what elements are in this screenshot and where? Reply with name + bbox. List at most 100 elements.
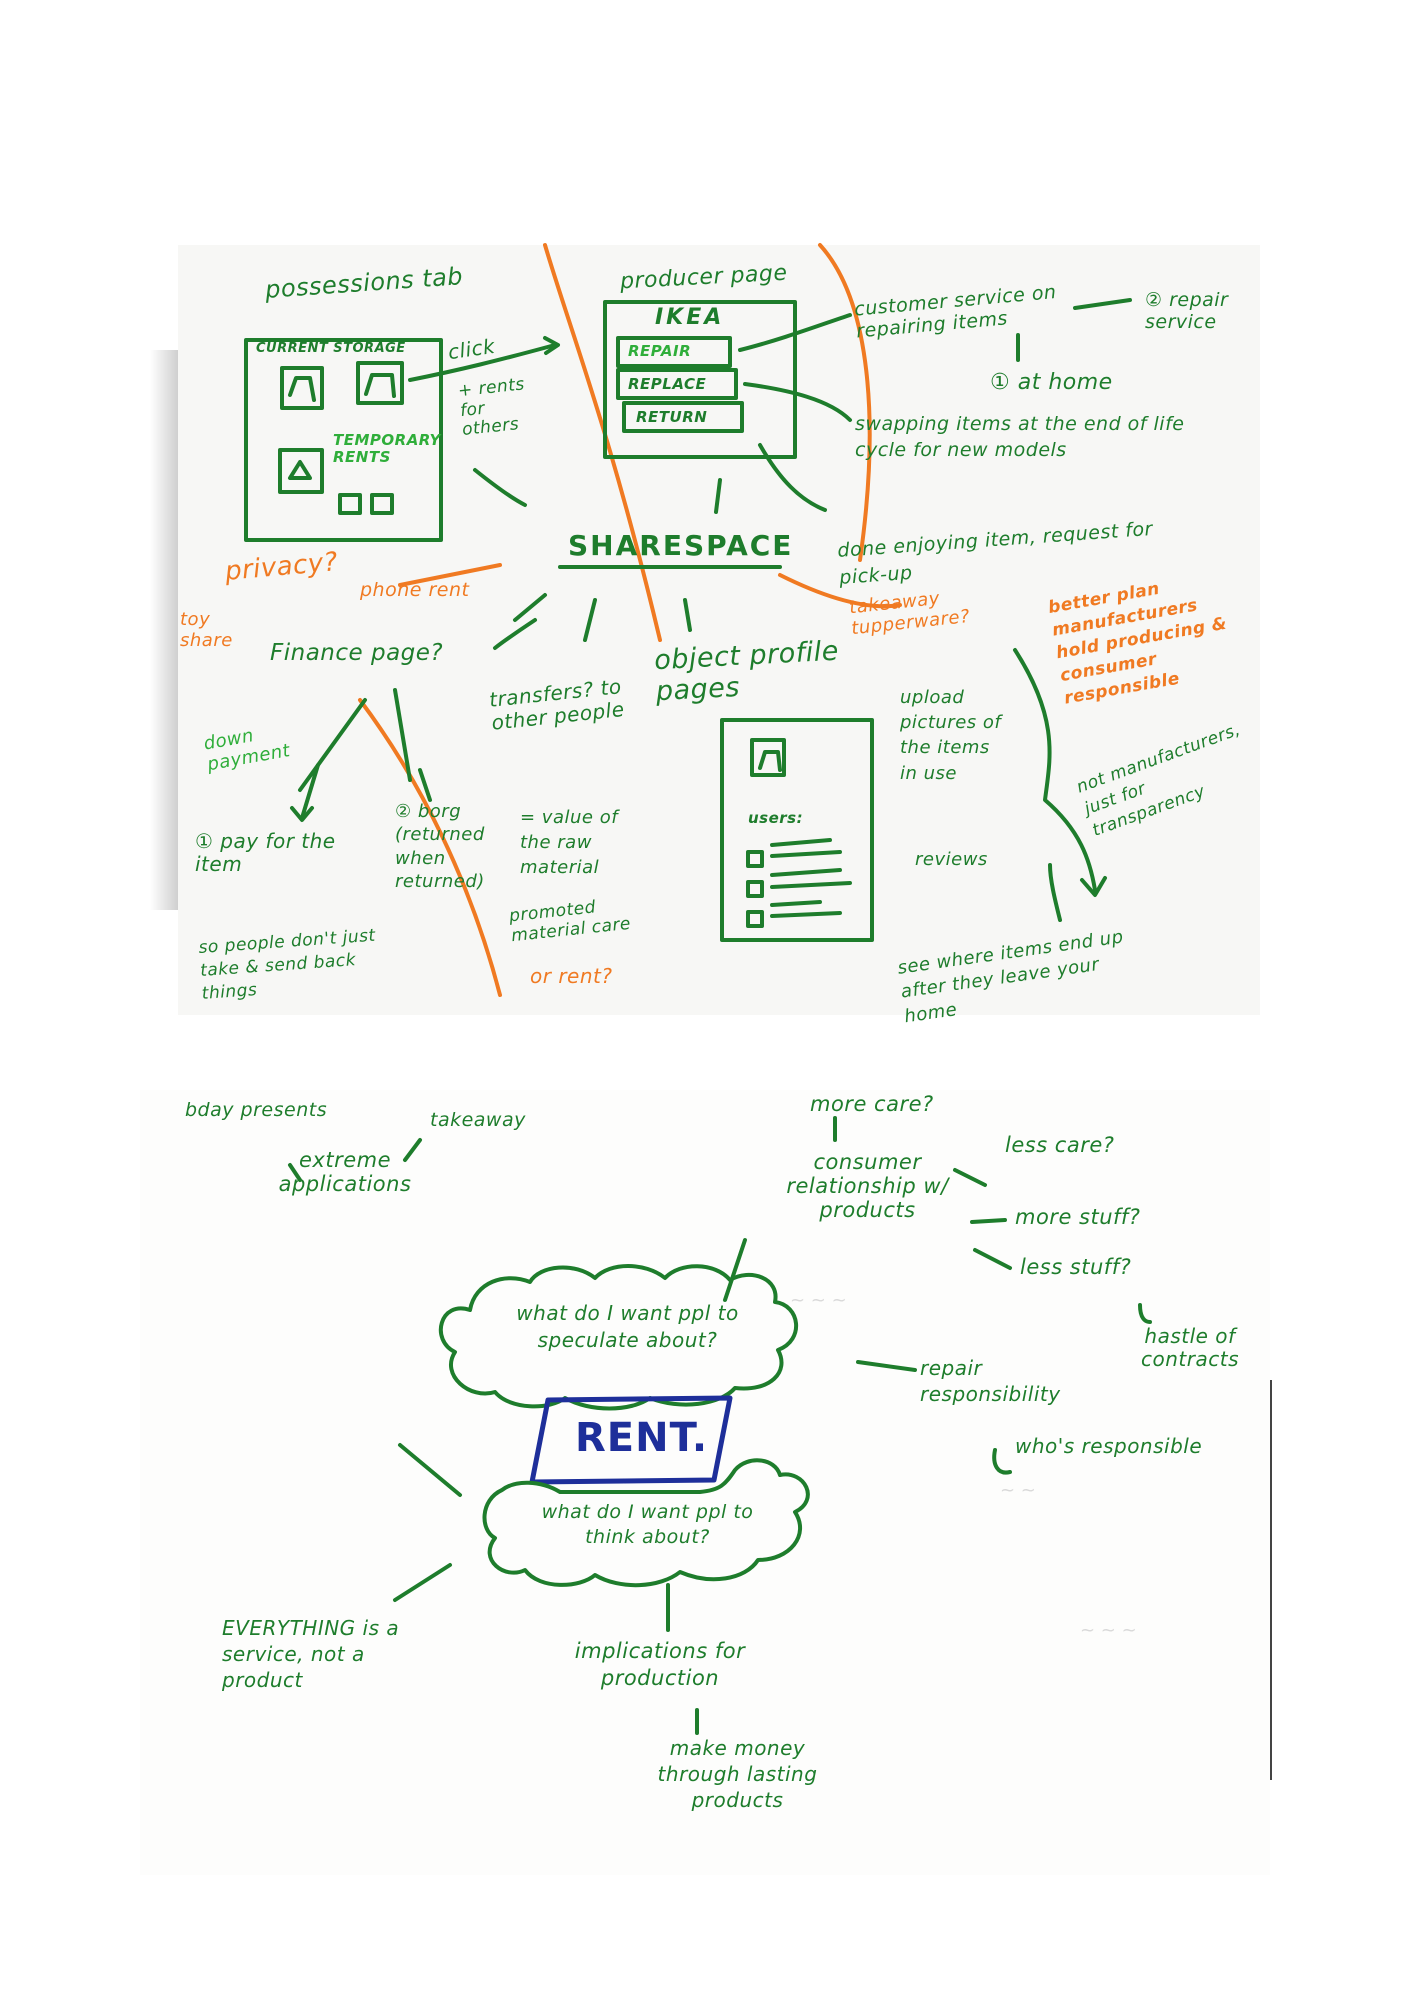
speculate-cloud bbox=[438, 1264, 798, 1411]
more-care-note: more care? bbox=[810, 1092, 934, 1116]
paper-shadow bbox=[150, 350, 178, 910]
current-storage-label: CURRENT STORAGE bbox=[256, 341, 406, 356]
toy-share-note: toy share bbox=[180, 609, 233, 651]
object-profile-frame bbox=[720, 718, 874, 942]
think-question: what do I want ppl to think about? bbox=[541, 1501, 754, 1548]
branch bbox=[418, 768, 432, 802]
user-text-lines bbox=[770, 900, 842, 918]
connector bbox=[1048, 863, 1062, 922]
orange-line bbox=[358, 698, 502, 997]
user-avatar bbox=[746, 850, 764, 868]
connector bbox=[473, 468, 527, 507]
arrowhead bbox=[543, 336, 560, 355]
branch bbox=[973, 1248, 1012, 1270]
branch bbox=[583, 598, 597, 642]
less-care-note: less care? bbox=[1005, 1133, 1115, 1157]
reviews-note: reviews bbox=[915, 849, 988, 870]
orange-line bbox=[543, 243, 662, 642]
consumer-relationship-note: consumer relationship w/ products bbox=[786, 1150, 949, 1223]
user-avatar bbox=[746, 910, 764, 928]
upload-pictures-note: upload pictures of the items in use bbox=[900, 687, 1002, 784]
repair-service-note: ② repair service bbox=[1145, 289, 1229, 333]
ikea-label: IKEA bbox=[655, 305, 725, 330]
click-arrow bbox=[408, 343, 557, 382]
swapping-note: swapping items at the end of life cycle … bbox=[855, 413, 1185, 461]
branch bbox=[970, 1218, 1007, 1224]
bleed-through-mark: ~ ~ ~ bbox=[1080, 1620, 1137, 1641]
value-of-note: = value of the raw material bbox=[520, 807, 619, 879]
arrowhead bbox=[290, 806, 314, 822]
user-text-lines bbox=[770, 838, 842, 858]
finance-page-label: Finance page? bbox=[270, 640, 444, 666]
arrow bbox=[738, 313, 852, 352]
make-money-note: make money through lasting products bbox=[657, 1736, 818, 1812]
borg-note: ② borg (returned when returned) bbox=[395, 801, 485, 893]
arrow bbox=[743, 382, 852, 422]
repair-box bbox=[616, 336, 732, 368]
takeaway-note: takeaway bbox=[430, 1109, 526, 1131]
branch bbox=[288, 1163, 302, 1182]
branch bbox=[298, 698, 367, 792]
return-option: RETURN bbox=[636, 408, 708, 426]
bracket-arrow bbox=[1013, 648, 1097, 892]
orange-line bbox=[398, 563, 502, 587]
bleed-through-mark: ~ ~ ~ bbox=[790, 1290, 847, 1311]
arrow bbox=[758, 443, 827, 512]
chair-icon-box bbox=[356, 361, 404, 405]
repair-responsibility-note: repair responsibility bbox=[920, 1356, 1061, 1406]
branch bbox=[513, 593, 547, 622]
bleed-through-mark: ~ ~ bbox=[1000, 1480, 1036, 1501]
chair-icon-box bbox=[750, 738, 786, 777]
user-text-lines bbox=[770, 868, 852, 889]
arrowhead bbox=[1080, 876, 1107, 897]
replace-box bbox=[616, 368, 738, 400]
speculate-question: what do I want ppl to speculate about? bbox=[516, 1301, 739, 1352]
so-people-note: so people don't just take & send back th… bbox=[197, 925, 377, 1004]
users-label: users: bbox=[748, 809, 804, 827]
replace-option: REPLACE bbox=[628, 375, 707, 393]
chair-icon bbox=[758, 750, 782, 772]
branch bbox=[398, 1443, 462, 1497]
possessions-tab-frame bbox=[244, 338, 443, 542]
item-icon-box bbox=[338, 493, 362, 515]
branch bbox=[493, 618, 537, 650]
rents-for-others-label: + rents for others bbox=[457, 374, 526, 441]
rent-box bbox=[529, 1395, 733, 1485]
return-box bbox=[622, 401, 744, 433]
chair-icon bbox=[364, 373, 396, 398]
branch bbox=[683, 598, 692, 632]
sharespace-title: SHARESPACE bbox=[568, 529, 794, 562]
arrow bbox=[1073, 298, 1132, 310]
less-stuff-note: less stuff? bbox=[1020, 1255, 1132, 1279]
chair-icon bbox=[288, 376, 316, 402]
whos-responsible-note: who's responsible bbox=[1015, 1434, 1203, 1458]
everything-service-note: EVERYTHING is a service, not a product bbox=[222, 1616, 400, 1692]
item-icon-box bbox=[370, 493, 394, 515]
think-cloud bbox=[482, 1458, 810, 1588]
branch bbox=[953, 1168, 987, 1187]
repair-option: REPAIR bbox=[628, 342, 692, 360]
at-home-note: ① at home bbox=[990, 370, 1113, 395]
bday-presents-note: bday presents bbox=[185, 1099, 328, 1121]
branch bbox=[403, 1138, 422, 1162]
lamp-icon-box bbox=[278, 448, 324, 494]
producer-page-frame bbox=[603, 300, 797, 459]
more-stuff-note: more stuff? bbox=[1015, 1205, 1141, 1229]
temporary-rents-label: TEMPORARY RENTS bbox=[333, 431, 441, 467]
branch bbox=[723, 1238, 747, 1302]
branch bbox=[856, 1360, 917, 1372]
hastle-note: hastle of contracts bbox=[1141, 1324, 1239, 1371]
lamp-icon bbox=[288, 460, 312, 480]
orange-line bbox=[818, 243, 872, 562]
user-avatar bbox=[746, 880, 764, 898]
implications-note: implications for production bbox=[574, 1639, 746, 1691]
object-profile-label: object profile pages bbox=[653, 635, 840, 708]
branch bbox=[992, 1448, 1012, 1475]
branch bbox=[1138, 1303, 1152, 1324]
branch bbox=[393, 1563, 452, 1602]
connector bbox=[714, 478, 722, 514]
orange-line bbox=[778, 573, 902, 609]
phone-rent-note: phone rent bbox=[360, 579, 470, 601]
branch bbox=[393, 688, 412, 782]
